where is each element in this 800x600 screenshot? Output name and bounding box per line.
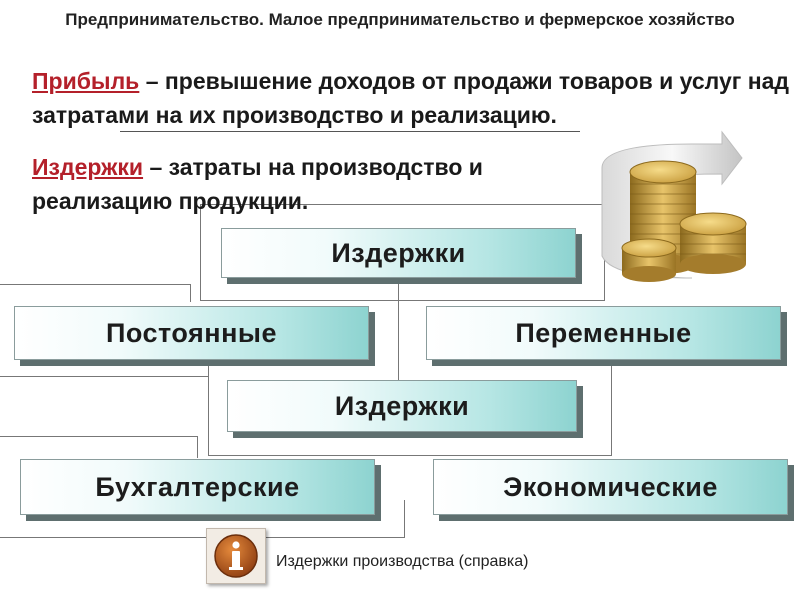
profit-definition: Прибыль – превышение доходов от продажи … bbox=[32, 64, 792, 132]
reference-link[interactable]: Издержки производства (справка) bbox=[276, 553, 529, 570]
costs-definition: Издержки – затраты на производство и реа… bbox=[32, 150, 592, 218]
divider bbox=[120, 131, 580, 132]
economic-costs-box: Экономические bbox=[433, 459, 788, 515]
variable-costs-box: Переменные bbox=[426, 306, 781, 360]
info-button[interactable] bbox=[206, 528, 266, 584]
profit-term: Прибыль bbox=[32, 68, 140, 94]
costs-term: Издержки bbox=[32, 154, 144, 180]
costs-box-middle: Издержки bbox=[227, 380, 577, 432]
costs-box-top: Издержки bbox=[221, 228, 576, 278]
accounting-costs-box: Бухгалтерские bbox=[20, 459, 375, 515]
constant-costs-box: Постоянные bbox=[14, 306, 369, 360]
profit-definition-text: – превышение доходов от продажи товаров … bbox=[32, 68, 790, 128]
info-icon bbox=[214, 534, 258, 578]
page-title: Предпринимательство. Малое предпринимате… bbox=[65, 10, 735, 29]
costs-definition-text: – затраты на производство и реализацию п… bbox=[32, 154, 483, 214]
gold-coins-icon bbox=[601, 130, 747, 282]
